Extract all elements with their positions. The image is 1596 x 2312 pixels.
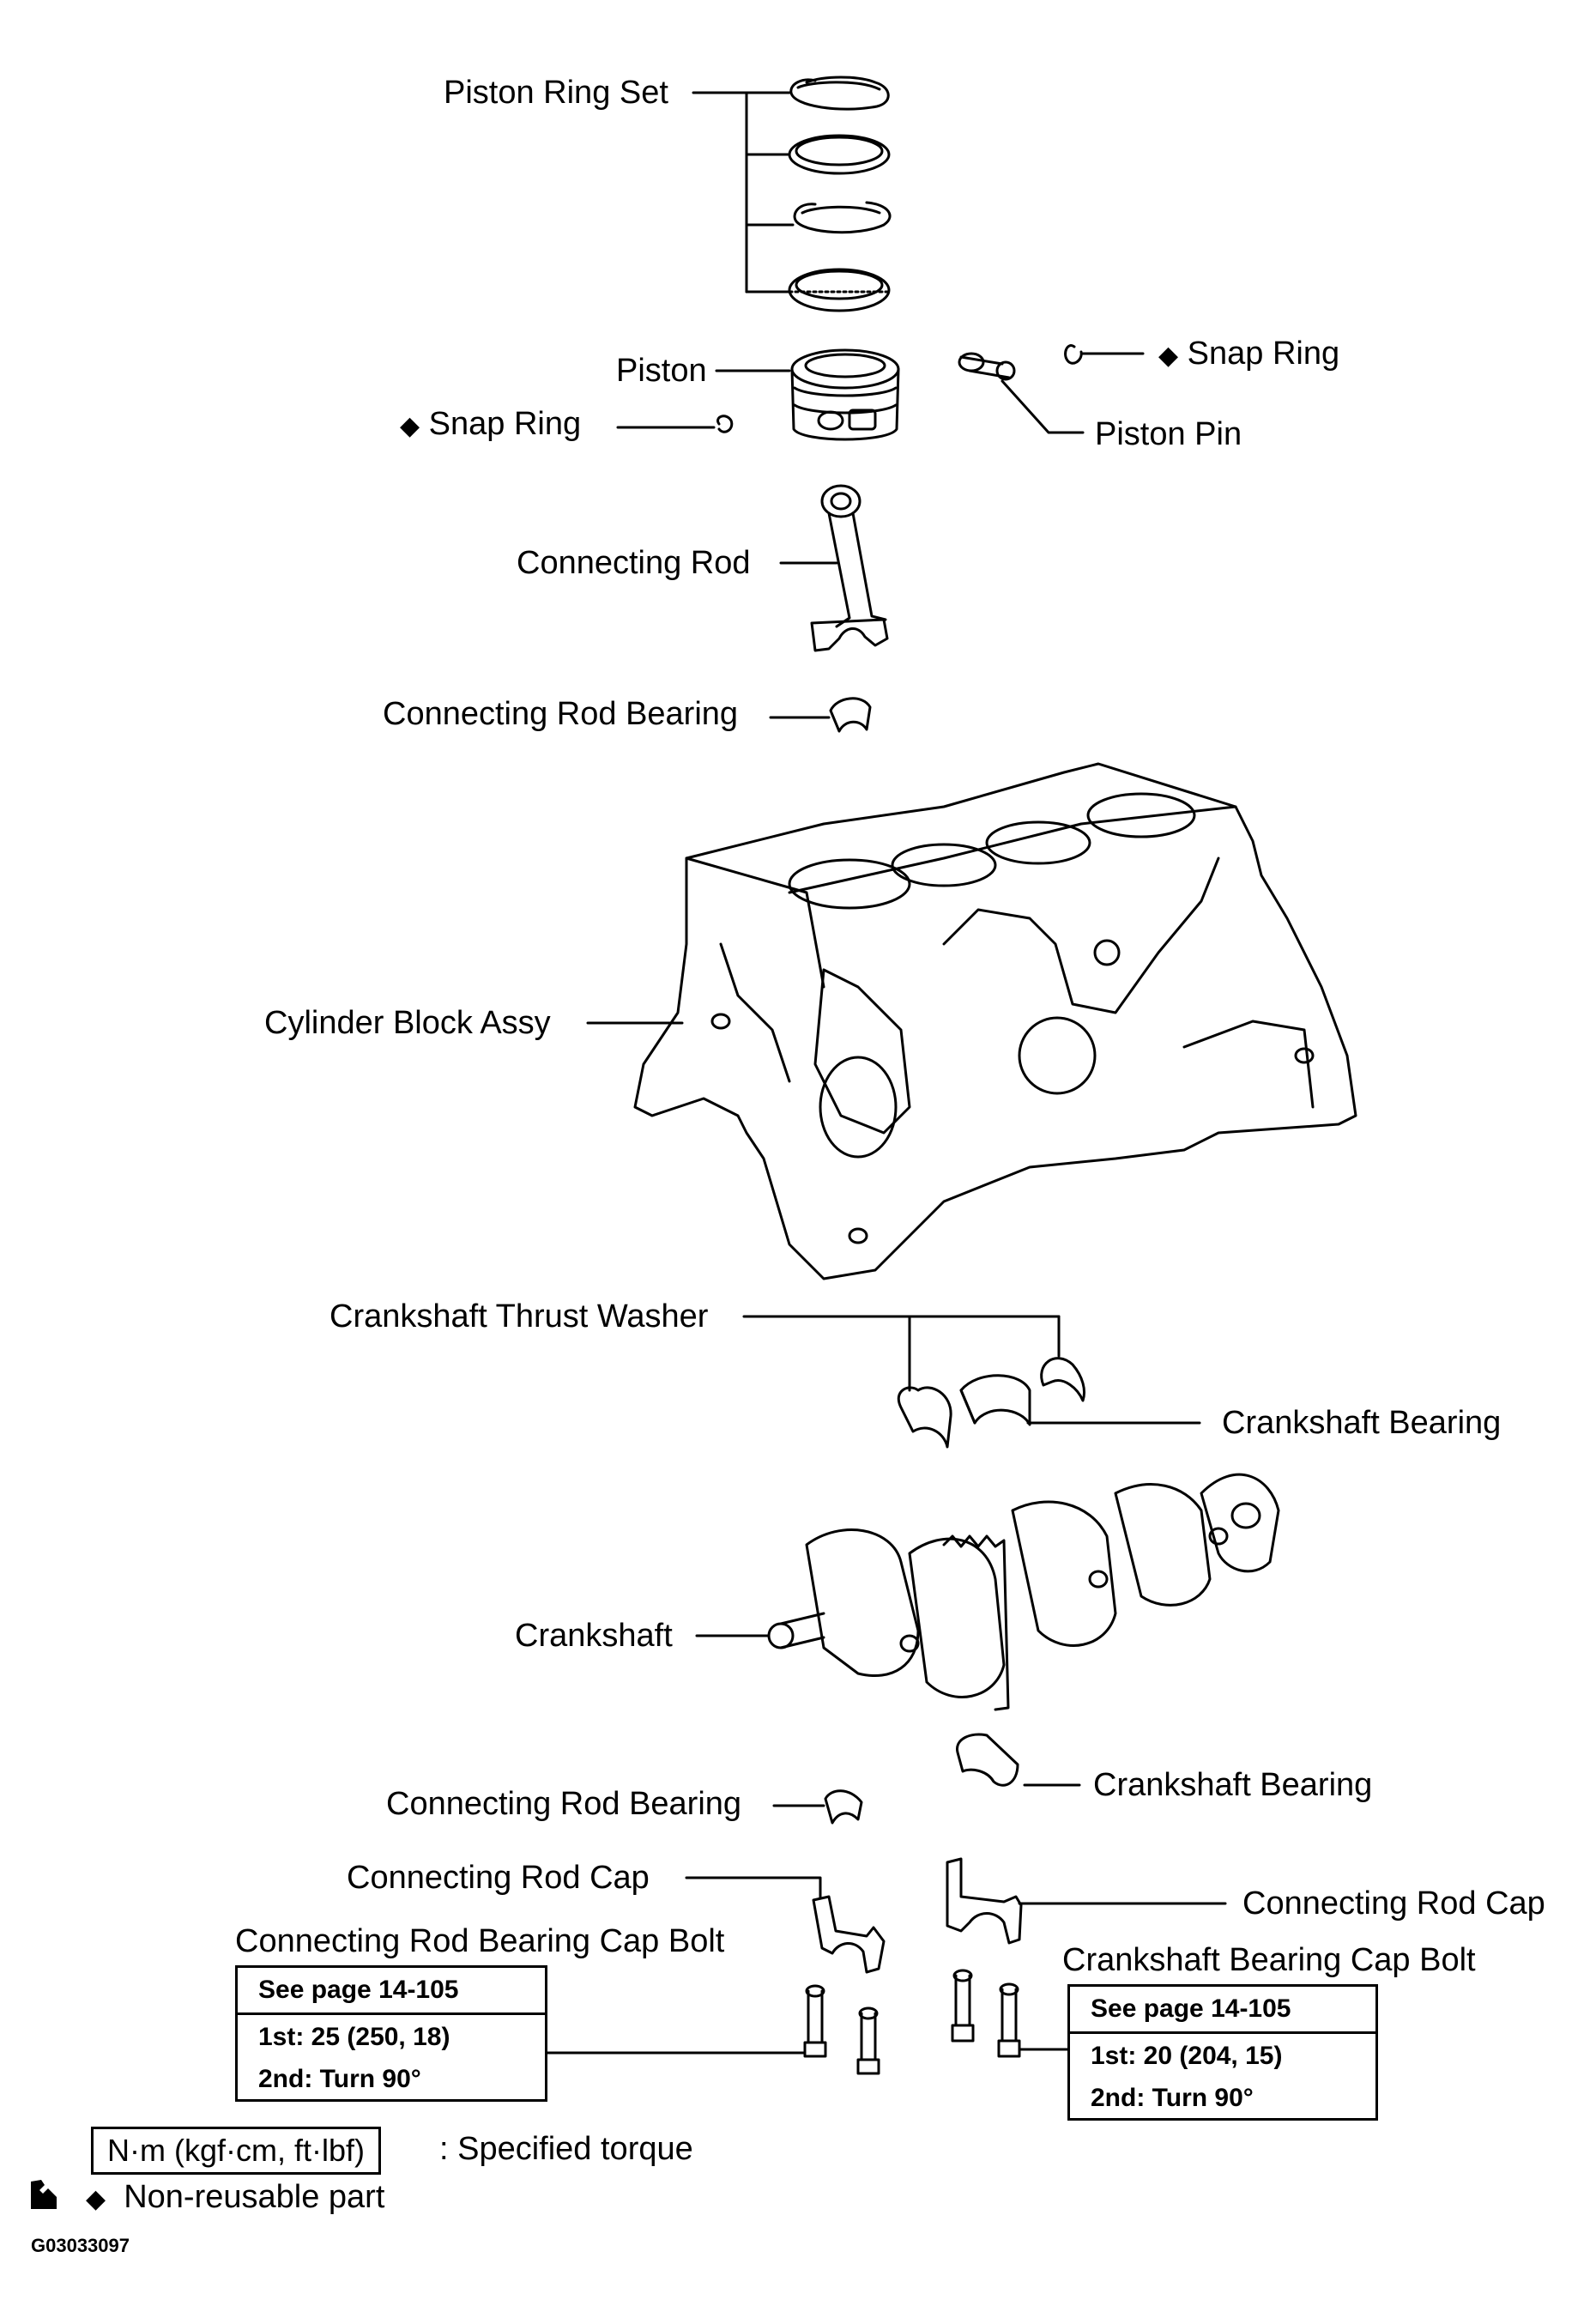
diamond-icon: ◆ (1158, 342, 1179, 370)
piston-ring-set-drawing (788, 76, 892, 312)
piston-label: Piston (616, 353, 707, 389)
crankshaft-bearing-top-label: Crankshaft Bearing (1222, 1405, 1502, 1441)
connecting-rod-cap-right-drawing (946, 1857, 1023, 1945)
piston-pin-drawing (958, 352, 1016, 381)
connecting-rod-cap-left-leader (685, 1876, 822, 1900)
piston-pin-label: Piston Pin (1095, 416, 1242, 452)
spec-second-step: 2nd: Turn 90° (258, 2065, 421, 2093)
connecting-rod-drawing (810, 484, 889, 652)
figure-code: G03033097 (31, 2235, 130, 2256)
wrench-icon (31, 2180, 57, 2209)
crankshaft-thrust-washer-leader (742, 1315, 1061, 1392)
piston-pin-leader (1001, 379, 1085, 434)
crankshaft-bearing-bottom-label: Crankshaft Bearing (1093, 1767, 1373, 1803)
snap-ring-left-label: ◆ Snap Ring (400, 405, 581, 445)
crankshaft-bearing-top-drawing (959, 1374, 1031, 1426)
torque-unit-box: N·m (kgf·cm, ft·lbf) (91, 2127, 381, 2175)
connecting-rod-cap-left-label: Connecting Rod Cap (347, 1860, 650, 1896)
connecting-rod-bearing-bottom-drawing (824, 1789, 863, 1825)
snap-ring-left-drawing (716, 415, 734, 433)
spec-first-step: 1st: 25 (250, 18) (238, 2012, 545, 2060)
spec-page-ref: See page 14-105 (258, 1976, 459, 2004)
crankshaft-thrust-washer-drawing (898, 1357, 1085, 1449)
crankshaft-label: Crankshaft (515, 1618, 673, 1654)
connecting-rod-bearing-cap-bolt-drawing (803, 1984, 880, 2075)
crankshaft-thrust-washer-label: Crankshaft Thrust Washer (329, 1298, 709, 1335)
spec-page-ref: See page 14-105 (1091, 1994, 1291, 2023)
diamond-icon: ◆ (86, 2185, 106, 2213)
connecting-rod-bearing-top-drawing (829, 697, 872, 733)
piston-ring-set-label: Piston Ring Set (444, 75, 668, 111)
spec-first-step: 1st: 20 (204, 15) (1070, 2031, 1375, 2079)
crankshaft-drawing (767, 1473, 1280, 1711)
crankshaft-bearing-bottom-drawing (956, 1733, 1019, 1787)
spec-box-connecting-rod-bolt: See page 14-105 1st: 25 (250, 18) 2nd: T… (235, 1965, 547, 2102)
connecting-rod-bearing-top-label: Connecting Rod Bearing (383, 696, 739, 732)
snap-ring-right-drawing (1064, 344, 1083, 365)
nonreusable-legend: ◆ Non-reusable part (86, 2178, 384, 2218)
crankshaft-bearing-cap-bolt-label: Crankshaft Bearing Cap Bolt (1062, 1942, 1476, 1978)
piston-drawing (790, 348, 900, 441)
connecting-rod-cap-right-label: Connecting Rod Cap (1242, 1885, 1545, 1922)
connecting-rod-label: Connecting Rod (517, 545, 751, 581)
piston-ring-set-leader (692, 91, 795, 294)
snap-ring-right-label: ◆ Snap Ring (1158, 335, 1339, 375)
spec-box-crankshaft-bolt: See page 14-105 1st: 20 (204, 15) 2nd: T… (1067, 1984, 1378, 2121)
diamond-icon: ◆ (400, 412, 420, 440)
connecting-rod-bearing-cap-bolt-label: Connecting Rod Bearing Cap Bolt (235, 1923, 725, 1959)
spec-second-step: 2nd: Turn 90° (1091, 2084, 1254, 2112)
cylinder-block-drawing (633, 762, 1357, 1280)
connecting-rod-bearing-bottom-label: Connecting Rod Bearing (386, 1786, 742, 1822)
cylinder-block-assy-label: Cylinder Block Assy (264, 1005, 551, 1041)
connecting-rod-cap-left-drawing (812, 1895, 886, 1974)
torque-legend-desc: : Specified torque (439, 2131, 693, 2167)
crankshaft-bearing-cap-bolt-drawing (951, 1969, 1021, 2058)
